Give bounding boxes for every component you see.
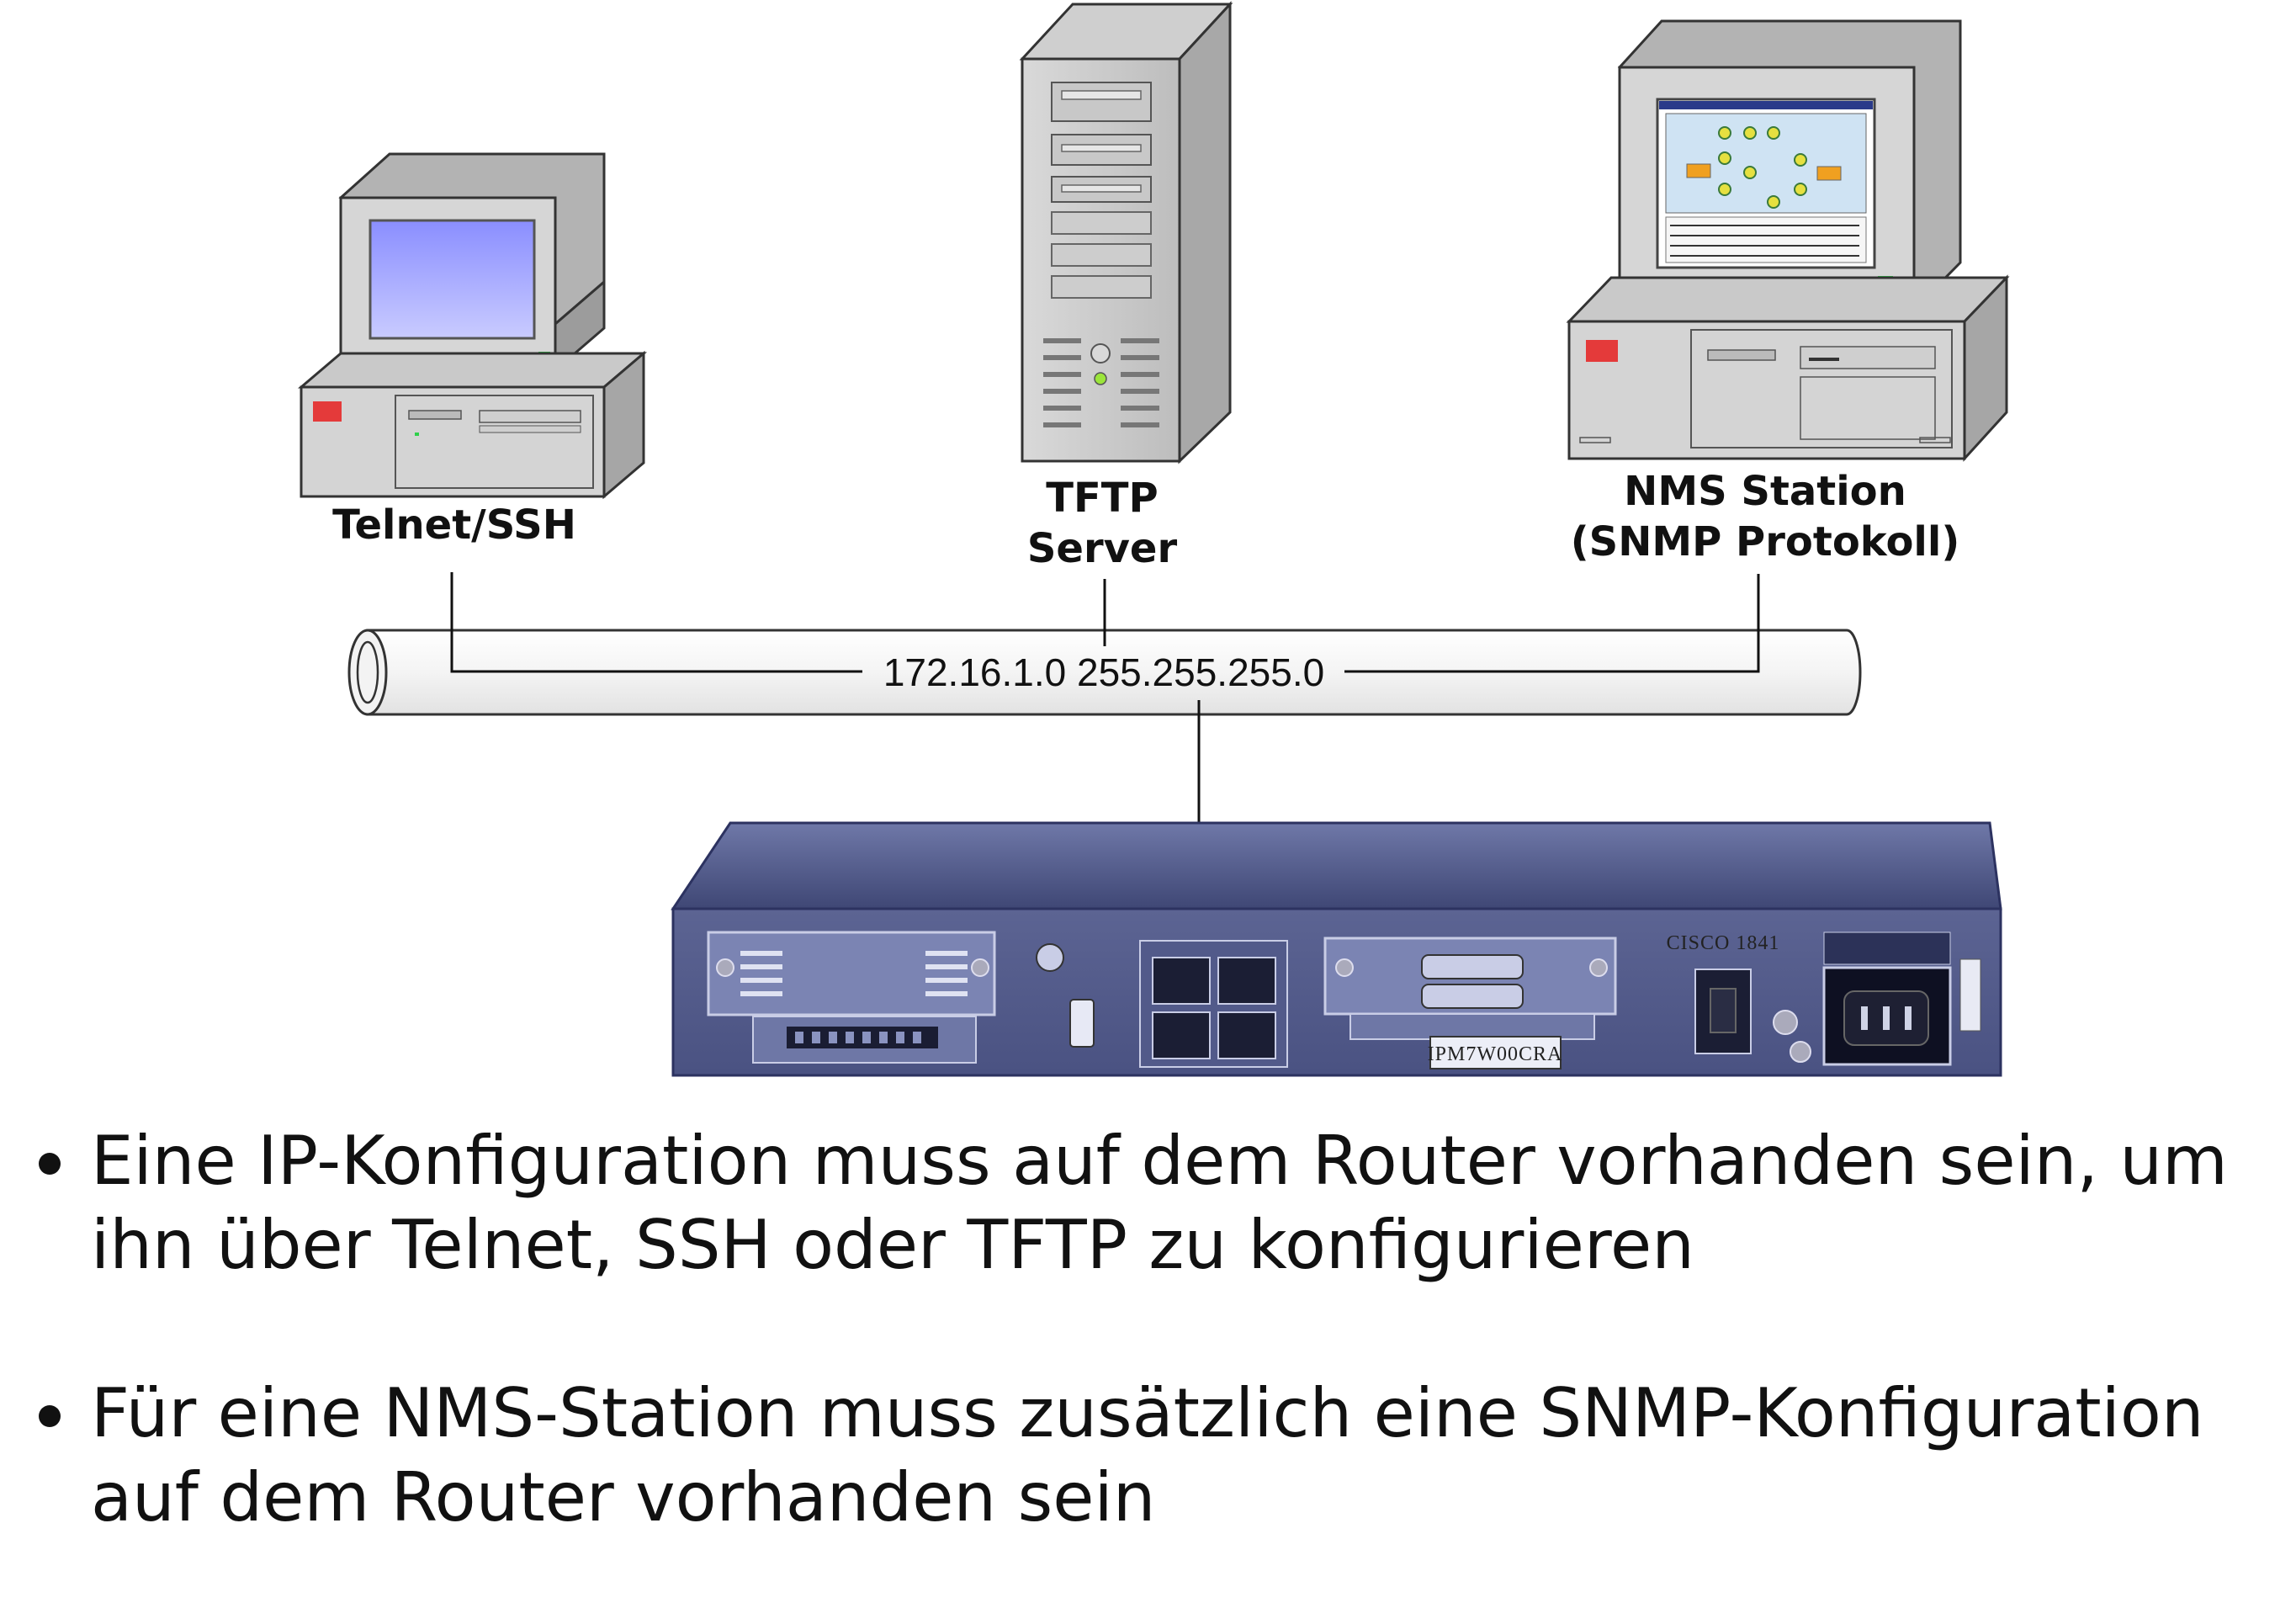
telnet-ssh-label: Telnet/SSH: [332, 502, 576, 549]
bullet-dot-icon: [39, 1153, 61, 1175]
cisco-router: IPM7W00CRA CISCO 1841: [671, 821, 2002, 1077]
desktop-case-icon: [1566, 274, 2010, 462]
router-serial-sticker: IPM7W00CRA: [1428, 1043, 1563, 1065]
nms-label-line1: NMS Station: [1624, 468, 1906, 515]
telnet-connection-line: [450, 572, 862, 673]
tftp-server: TFTP Server: [1019, 1, 1233, 572]
tftp-label-line1: TFTP: [1046, 475, 1158, 522]
bullet-text: Für eine NMS-Station muss zusätzlich ein…: [91, 1374, 2204, 1536]
monitor-icon: [1617, 19, 1962, 312]
server-tower-icon: [1019, 1, 1233, 464]
nms-station: NMS Station (SNMP Protokoll): [1566, 19, 2010, 565]
nms-connection-line: [1344, 574, 1760, 673]
bullet-item: Eine IP-Konfiguration muss auf dem Route…: [34, 1119, 2272, 1287]
tftp-label-line2: Server: [1027, 525, 1178, 572]
monitor-icon: [338, 152, 606, 374]
bullet-dot-icon: [39, 1405, 61, 1427]
nms-label-line2: (SNMP Protokoll): [1571, 518, 1960, 565]
bullet-item: Für eine NMS-Station muss zusätzlich ein…: [34, 1372, 2272, 1540]
desktop-case-icon: [297, 350, 648, 500]
router-brand-label: CISCO 1841: [1667, 932, 1780, 954]
network-address-label: 172.16.1.0 255.255.255.0: [883, 650, 1324, 694]
network-diagram: Telnet/SSH: [297, 1, 2010, 1077]
bullet-text: Eine IP-Konfiguration muss auf dem Route…: [91, 1122, 2228, 1284]
bullet-list: Eine IP-Konfiguration muss auf dem Route…: [34, 1119, 2272, 1624]
telnet-ssh-workstation: Telnet/SSH: [297, 152, 648, 549]
